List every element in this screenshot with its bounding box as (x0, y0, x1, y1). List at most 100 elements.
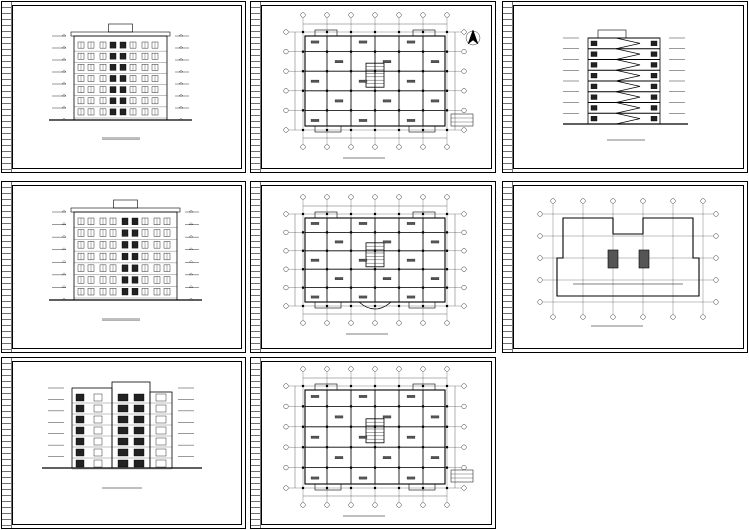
axis-bubble (580, 314, 586, 320)
room-label (430, 60, 440, 64)
window (155, 404, 167, 413)
axis-bubble (444, 366, 450, 372)
level-triangle (188, 285, 194, 288)
sheet-front-elevation[interactable] (1, 1, 246, 173)
window (121, 241, 129, 249)
balcony (314, 301, 342, 309)
column (301, 30, 305, 34)
window (133, 437, 145, 446)
axis-bubble (300, 366, 306, 372)
window-section (650, 40, 658, 46)
axis-bubble (396, 194, 402, 200)
balcony (408, 483, 436, 491)
column (373, 384, 377, 388)
column (445, 466, 449, 469)
column (373, 50, 377, 53)
column (373, 30, 377, 34)
column (373, 249, 377, 252)
window (109, 75, 117, 82)
axis-bubble (283, 424, 289, 430)
sheet-standard-floor-plan[interactable] (250, 1, 496, 173)
title-block (2, 2, 12, 172)
window (119, 52, 127, 60)
balcony (314, 29, 338, 37)
room-label (430, 456, 440, 460)
column (301, 212, 305, 216)
column (325, 50, 329, 53)
axis-bubble (372, 320, 378, 326)
column (397, 425, 401, 428)
window (109, 252, 117, 261)
column (301, 249, 305, 252)
sheet-rear-elevation[interactable] (1, 181, 246, 353)
stair-flight (615, 59, 641, 71)
sheet-ground-floor-plan[interactable] (250, 181, 496, 353)
level-triangle (188, 234, 194, 238)
sheet-top-floor-plan[interactable] (250, 357, 496, 529)
room-label (358, 222, 368, 225)
axis-bubble (550, 314, 556, 320)
axis-bubble (283, 211, 289, 217)
axis-bubble (283, 266, 289, 272)
drawing-frame (261, 361, 492, 525)
level-triangle (178, 117, 184, 121)
column (397, 384, 401, 388)
room-label (382, 99, 392, 103)
room-label (406, 435, 416, 439)
column (301, 466, 305, 469)
level-triangle (61, 297, 67, 301)
axis-bubble (580, 198, 586, 204)
axis-bubble (444, 320, 450, 326)
window (133, 415, 145, 424)
column (397, 249, 401, 252)
title-block (251, 358, 261, 528)
column (301, 268, 305, 271)
column (325, 425, 329, 428)
room-label (406, 395, 416, 398)
sheet-roof-plan[interactable] (502, 181, 748, 353)
window (109, 41, 117, 49)
drawing-frame (12, 5, 242, 169)
axis-bubble (700, 314, 706, 320)
column (373, 304, 377, 308)
window (93, 393, 103, 402)
balcony (408, 125, 436, 133)
standard-floor-plan-drawing (283, 12, 481, 159)
room-label (358, 79, 368, 83)
axis-bubble (537, 255, 543, 261)
column (301, 50, 305, 53)
column (421, 30, 425, 34)
axis-bubble (283, 88, 289, 94)
axis-bubble (461, 485, 467, 491)
bay-window (358, 301, 392, 310)
level-triangle (61, 69, 67, 73)
sheet-section[interactable] (502, 1, 748, 173)
axis-bubble (461, 403, 467, 409)
window (121, 264, 129, 272)
stair-flight (615, 112, 641, 125)
column (445, 231, 449, 234)
level-triangle (61, 222, 67, 225)
level-triangle (188, 260, 194, 263)
axis-bubble (713, 211, 719, 217)
window-section (590, 105, 598, 111)
sheet-side-elevation[interactable] (1, 357, 246, 529)
title-block (251, 2, 261, 172)
axis-bubble (324, 320, 330, 326)
axis-bubble (396, 502, 402, 508)
column (349, 446, 353, 449)
window-section (650, 83, 658, 89)
room-label (382, 60, 392, 64)
axis-bubble (420, 502, 426, 508)
axis-bubble (420, 194, 426, 200)
room-label (334, 60, 344, 64)
room-label (310, 435, 320, 439)
axis-bubble (283, 444, 289, 450)
window (121, 252, 129, 261)
room-label (430, 240, 440, 244)
window (109, 52, 117, 60)
axis-bubble (324, 502, 330, 508)
room-label (358, 258, 368, 262)
window (131, 252, 139, 261)
axis-bubble (444, 144, 450, 150)
